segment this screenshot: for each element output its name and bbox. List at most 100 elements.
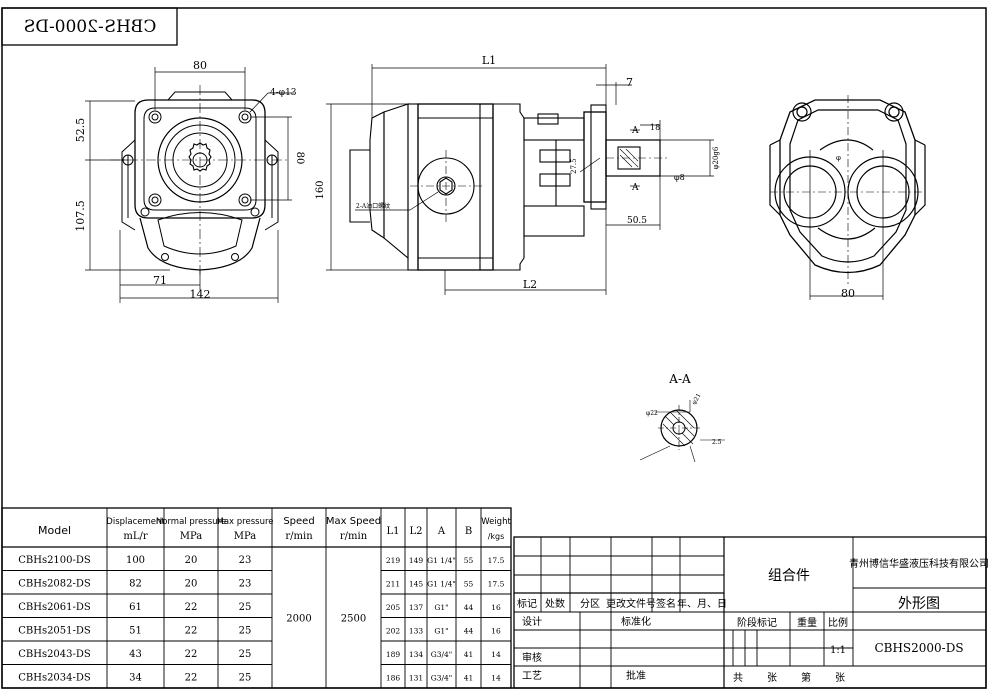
spec-header-label: Max Speed (326, 516, 381, 527)
tb-part-name: 组合件 (768, 568, 810, 584)
spec-cell-B: 44 (464, 626, 474, 635)
spec-cell-disp: 51 (129, 625, 142, 636)
spec-cell-disp: 34 (129, 672, 142, 683)
spec-cell-L2: 149 (409, 556, 424, 565)
front-dim-80-vertical: 80 (294, 152, 305, 165)
front-dim-80: 80 (193, 59, 207, 72)
spec-cell-B: 41 (464, 673, 474, 682)
front-view (110, 85, 290, 278)
spec-cell-model: CBHs2043-DS (18, 649, 91, 660)
rev-header-date: 年、月、日 (677, 597, 727, 610)
rev-header-zone: 分区 (580, 598, 600, 610)
tb-weight: 重量 (797, 616, 817, 629)
rear-dim-80: 80 (841, 287, 855, 300)
spec-cell-mp: 25 (239, 672, 252, 683)
side-port-note: 2-A油口螺纹 (356, 202, 390, 210)
rear-view (769, 95, 926, 300)
spec-cell-L1: 211 (386, 579, 400, 588)
spec-header-label: L1 (386, 526, 399, 537)
side-dim-50-5: 50.5 (627, 216, 647, 226)
spec-cell-A: G3/4" (431, 673, 453, 682)
side-shaft-diameter: φ20g6 (712, 146, 720, 169)
spec-cell-mp: 25 (239, 602, 252, 613)
rev-header-count: 处数 (545, 597, 565, 610)
spec-cell-B: 55 (464, 556, 474, 565)
spec-cell-w: 16 (491, 626, 501, 635)
tb-page: 第 (801, 671, 811, 684)
spec-cell-np: 22 (185, 649, 198, 660)
spec-cell-A: G1 1/4" (427, 579, 456, 588)
spec-cell-model: CBHs2082-DS (18, 578, 91, 589)
spec-header-label: Speed (283, 516, 314, 527)
spec-cell-A: G1" (434, 626, 448, 635)
side-dim-18: 18 (650, 123, 660, 132)
spec-header-unit: mL/r (123, 531, 147, 542)
spec-cell-model: CBHs2034-DS (18, 672, 91, 683)
spec-header-unit: MPa (234, 531, 257, 542)
spec-cell-w: 14 (491, 673, 501, 682)
spec-cell-disp: 43 (129, 649, 142, 660)
spec-cell-w: 14 (491, 650, 501, 659)
side-section-mark-bottom: A (631, 183, 639, 193)
spec-header-label: L2 (409, 526, 422, 537)
tb-page-unit: 张 (835, 672, 845, 684)
spec-cell-disp: 61 (129, 602, 142, 613)
title-block-text: 标记 处数 分区 更改文件号 签名 年、月、日 设计 标准化 审核 工艺 批准 … (517, 557, 989, 684)
front-dim-71: 71 (153, 274, 167, 287)
tb-total: 共 (733, 672, 743, 684)
front-dim-142: 142 (190, 288, 211, 301)
spec-cell-L2: 145 (409, 579, 424, 588)
front-dim-107-5: 107.5 (74, 200, 87, 232)
tb-design: 设计 (522, 615, 542, 628)
side-dim-7: 7 (626, 76, 633, 89)
tb-process: 工艺 (522, 670, 542, 682)
spec-cell-B: 55 (464, 579, 474, 588)
title-box-frame (1, 7, 178, 46)
spec-header-label: Normal pressure (156, 517, 226, 527)
spec-cell-mp: 25 (239, 625, 252, 636)
tb-drawing-name: 外形图 (898, 596, 940, 612)
tb-company: 青州博信华盛液压科技有限公司 (849, 557, 989, 570)
spec-cell-w: 17.5 (488, 579, 505, 588)
side-view (349, 103, 668, 271)
spec-header-unit: r/min (285, 531, 313, 542)
spec-header-label: Displacement (106, 517, 165, 527)
spec-cell-B: 41 (464, 650, 474, 659)
side-dim-phi8: φ8 (674, 173, 685, 182)
section-title: A-A (668, 372, 691, 386)
spec-cell-w: 16 (491, 603, 501, 612)
tb-approve: 批准 (626, 669, 646, 682)
spec-cell-A: G1" (434, 603, 448, 612)
spec-cell-np: 22 (185, 672, 198, 683)
section-view (639, 400, 725, 463)
rear-phi-label: φ (836, 154, 841, 162)
section-dim-1: φ22 (646, 410, 658, 417)
spec-cell-L1: 186 (386, 673, 401, 682)
front-dim-52-5: 52.5 (74, 118, 87, 143)
spec-cell-L1: 202 (386, 626, 401, 635)
spec-cell-disp: 82 (129, 578, 142, 589)
tb-sheet-unit: 张 (767, 672, 777, 684)
tb-stage: 阶段标记 (737, 616, 777, 629)
front-holes-label: 4-φ13 (270, 88, 297, 98)
section-dim-3: 2.5 (712, 439, 722, 446)
spec-cell-np: 22 (185, 602, 198, 613)
spec-cell-L1: 205 (386, 603, 401, 612)
rev-header-mark: 标记 (517, 598, 537, 610)
rev-header-sign: 签名 (656, 597, 676, 610)
spec-header-label: Max pressure (217, 517, 274, 527)
spec-cell-np: 20 (185, 578, 198, 589)
spec-header-label: A (437, 526, 446, 537)
spec-cell-disp: 100 (126, 555, 145, 566)
spec-cell-np: 22 (185, 625, 198, 636)
section-dim-2: φ21 (691, 392, 703, 406)
spec-cell-mp: 25 (239, 649, 252, 660)
side-dimensions (326, 64, 714, 295)
spec-header-unit: r/min (340, 531, 368, 542)
spec-cell-L1: 219 (386, 556, 401, 565)
spec-cell-max-speed: 2500 (341, 614, 366, 625)
spec-cell-L2: 131 (409, 673, 423, 682)
